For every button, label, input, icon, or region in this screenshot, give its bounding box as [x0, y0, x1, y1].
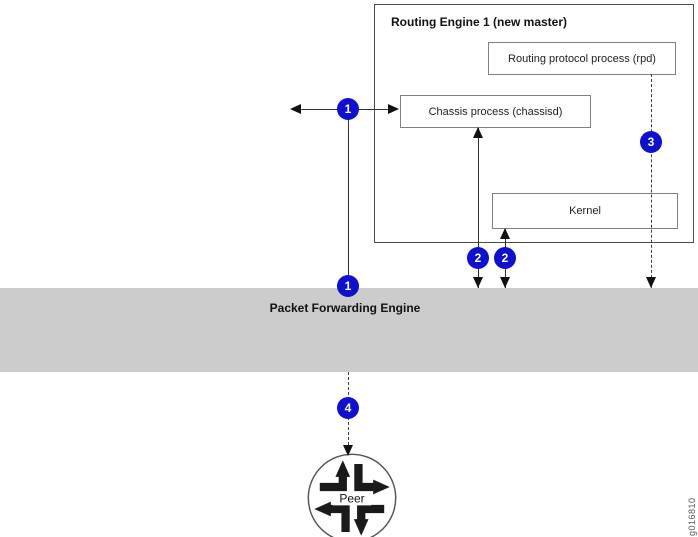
chassisd-process-box: Chassis process (chassisd) [400, 95, 591, 128]
peer-router-icon: Peer [306, 452, 398, 537]
rpd-process-label: Routing protocol process (rpd) [508, 52, 656, 65]
chassisd-process-label: Chassis process (chassisd) [428, 105, 563, 118]
rpd-to-pfe-dashed-line [651, 74, 652, 288]
step-badge-2: 2 [467, 247, 489, 269]
arrowhead-down-into-pfe-icon [473, 277, 483, 288]
step-badge-1: 1 [337, 275, 359, 297]
rpd-process-box: Routing protocol process (rpd) [488, 42, 676, 75]
routing-engine-box: Routing Engine 1 (new master) [374, 4, 694, 243]
packet-forwarding-engine-label: Packet Forwarding Engine [269, 301, 421, 315]
kernel-box: Kernel [492, 193, 678, 229]
router-glyph-icon: Peer [307, 453, 397, 537]
arrowhead-down-into-peer-icon [343, 445, 353, 456]
step-badge-4: 4 [337, 397, 359, 419]
arrowhead-down-into-pfe-icon [500, 277, 510, 288]
step-badge-1: 1 [337, 98, 359, 120]
arrowhead-left-icon [290, 104, 301, 114]
chassisd-pfe-line [478, 128, 479, 288]
kernel-label: Kernel [569, 205, 601, 217]
arrowhead-up-into-chassisd-icon [473, 127, 483, 138]
arrowhead-right-into-chassisd-icon [388, 104, 399, 114]
arrowhead-up-into-kernel-icon [500, 228, 510, 239]
figure-id-watermark: g016810 [687, 497, 697, 536]
peer-label: Peer [339, 492, 364, 506]
arrowhead-down-into-pfe-icon [646, 277, 656, 288]
step-badge-3: 3 [640, 131, 662, 153]
step-badge-2: 2 [494, 247, 516, 269]
packet-forwarding-engine-band: Packet Forwarding Engine [0, 288, 698, 372]
pfe-to-chassisd-line [348, 109, 349, 288]
routing-engine-title: Routing Engine 1 (new master) [391, 15, 568, 29]
